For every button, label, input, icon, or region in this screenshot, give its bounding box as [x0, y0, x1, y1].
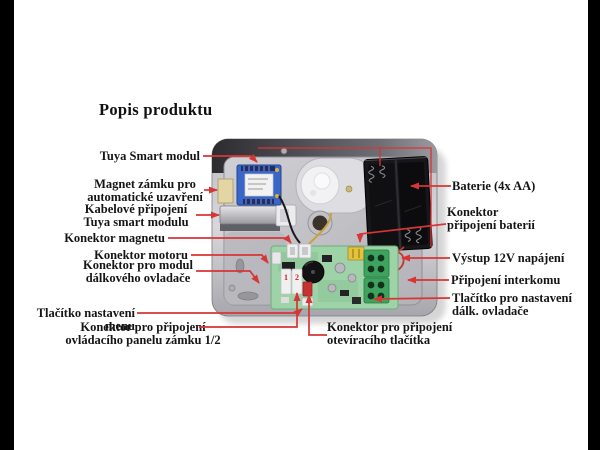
port-2-label: 2 [295, 273, 299, 282]
battery-holder [363, 156, 433, 252]
leader-battery-connector [356, 223, 447, 243]
case-slot [237, 291, 259, 301]
remote-module-connector [271, 251, 282, 265]
highlight-line [258, 147, 432, 247]
lock-magnet-bar [219, 204, 297, 231]
battery-connector [347, 246, 365, 261]
terminal-block-12v [363, 249, 390, 278]
capacitor [347, 273, 357, 283]
screw [280, 147, 288, 155]
label-panel-connector: Konektor pro připojení ovládacího panelu… [65, 320, 221, 347]
label-menu-button: Tlačítko nastavení menu [36, 306, 135, 333]
left-black-bar [0, 0, 14, 450]
label-12v-output: Výstup 12V napájení [452, 251, 565, 265]
closing-magnet [217, 178, 234, 204]
screw [228, 284, 236, 292]
port-1-label: 1 [284, 273, 288, 282]
case-slot [235, 258, 245, 274]
page-title: Popis produktu [99, 100, 213, 119]
label-battery-connector: Konektor připojení baterií [447, 205, 535, 232]
capacitor [334, 262, 346, 274]
panel-connector-1 [280, 268, 292, 295]
leader-remote-module [196, 270, 260, 284]
label-remote-set-button: Tlačítko pro nastavení dálk. ovladače [452, 291, 572, 318]
right-black-bar [588, 0, 600, 450]
label-tuya-smart-module: Tuya Smart modul [99, 149, 200, 163]
label-cable-connection: Kabelové připojení Tuya smart modulu [83, 202, 189, 229]
leader-open-button [305, 294, 327, 336]
leader-motor-connector [191, 254, 269, 264]
tuya-module [236, 164, 282, 206]
label-magnet-connector: Konektor magnetu [64, 231, 165, 245]
label-battery: Baterie (4x AA) [452, 179, 536, 193]
label-remote-module-connector: Konektor pro modul dálkového ovladače [83, 258, 193, 285]
capacitor [327, 283, 337, 293]
open-button-connector [302, 281, 313, 297]
label-intercom: Připojení interkomu [451, 273, 561, 287]
leader-tuya-module [203, 153, 258, 163]
label-lock-magnet: Magnet zámku pro automatické uzavření [87, 177, 203, 204]
leader-magnet-connector [168, 234, 292, 244]
leader-panel-connector [199, 292, 301, 328]
label-open-button-connector: Konektor pro připojení otevíracího tlačí… [327, 320, 453, 347]
ic-chip [282, 262, 295, 271]
battery-spring [368, 165, 422, 244]
motor-assembly [295, 157, 377, 236]
label-motor-connector: Konektor motoru [94, 248, 188, 262]
menu-button [301, 297, 314, 307]
leader-lines [137, 147, 451, 336]
leader-remote-set-button [373, 295, 451, 303]
remote-set-button [352, 297, 361, 304]
